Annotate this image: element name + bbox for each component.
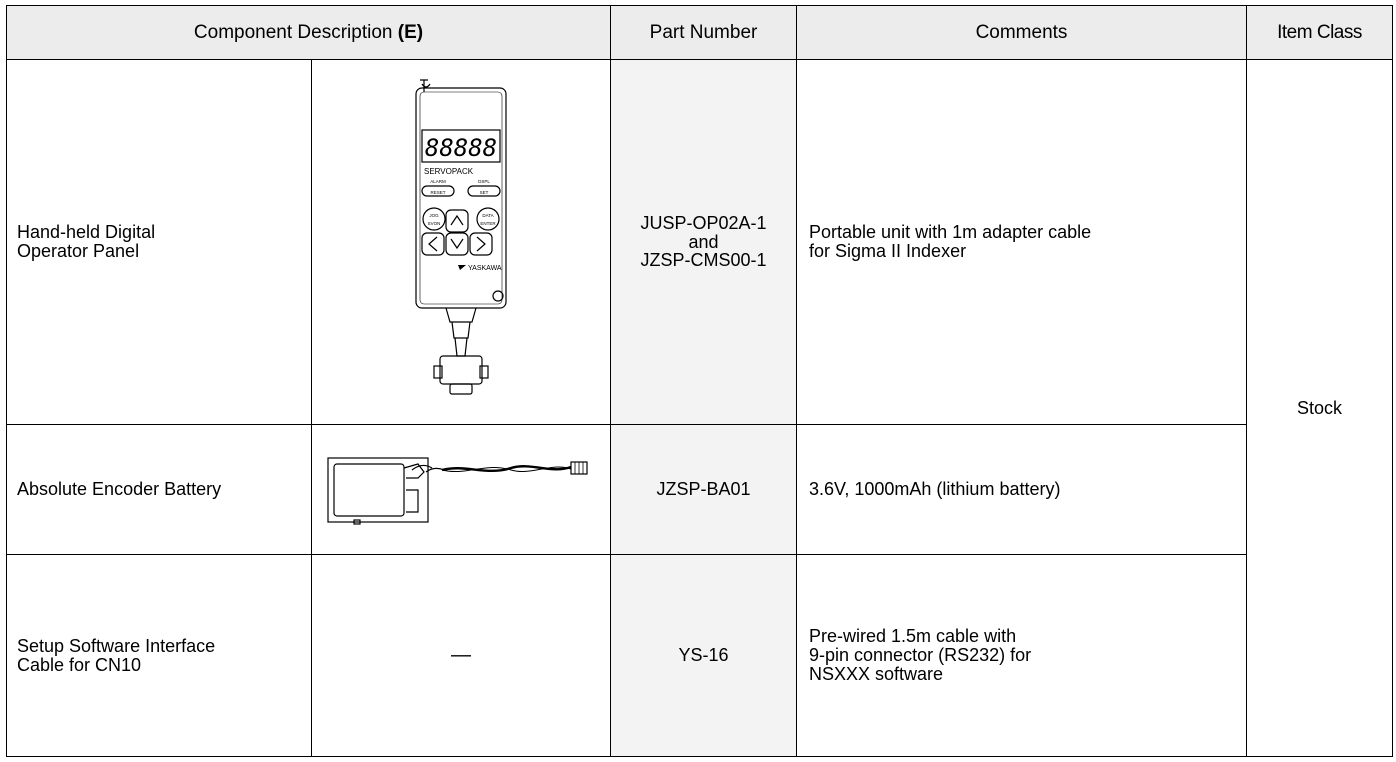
operator-alarm-label: ALARM	[430, 179, 446, 184]
operator-brand-label: SERVOPACK	[424, 167, 474, 176]
row-description: Setup Software Interface Cable for CN10	[6, 554, 312, 757]
row-description: Absolute Encoder Battery	[6, 424, 312, 555]
operator-reset-label: RESET	[430, 190, 445, 195]
row-description-text: Hand-held Digital Operator Panel	[17, 222, 156, 261]
row-comments-text: 3.6V, 1000mAh (lithium battery)	[809, 479, 1061, 500]
row-description-text: Absolute Encoder Battery	[17, 479, 222, 500]
table-row: Hand-held Digital Operator Panel	[6, 59, 1393, 757]
row-part-number: JUSP-OP02A-1 and JZSP-CMS00-1	[610, 59, 797, 425]
header-component-description-tag: (E)	[397, 21, 424, 43]
row-part-number-text: JZSP-BA01	[656, 479, 751, 500]
row-comments-text: Pre-wired 1.5m cable with 9-pin connecto…	[809, 626, 1032, 684]
battery-image	[311, 424, 611, 555]
item-class-cell: Stock	[1246, 59, 1393, 757]
row-description: Hand-held Digital Operator Panel	[6, 59, 312, 425]
yaskawa-logo-icon	[458, 265, 466, 270]
header-row: Component Description (E) Part Number Co…	[6, 5, 1393, 60]
row-part-number: YS-16	[610, 554, 797, 757]
operator-panel-image: 88888 SERVOPACK ALARM RESET DSPL SET JOG…	[311, 59, 611, 425]
header-part-number: Part Number	[610, 5, 797, 60]
header-item-class: Item Class	[1246, 5, 1393, 60]
row-comments: Portable unit with 1m adapter cable for …	[796, 59, 1247, 425]
row-image-placeholder: —	[311, 554, 611, 757]
row-comments: 3.6V, 1000mAh (lithium battery)	[796, 424, 1247, 555]
header-component-description: Component Description (E)	[6, 5, 611, 60]
operator-svon-label: SVON	[428, 221, 441, 226]
row-description-text: Setup Software Interface Cable for CN10	[17, 635, 216, 675]
battery-drawing	[327, 456, 588, 525]
row-part-number-text: YS-16	[678, 645, 729, 666]
operator-set-label: SET	[480, 190, 489, 195]
operator-jog-label: JOG	[429, 213, 439, 218]
operator-maker-label: YASKAWA	[468, 265, 502, 272]
operator-display-text: 88888	[425, 134, 497, 162]
operator-dspl-label: DSPL	[478, 179, 490, 184]
row-comments-text: Portable unit with 1m adapter cable for …	[809, 222, 1092, 261]
header-comments: Comments	[796, 5, 1247, 60]
table-row: Setup Software Interface Cable for CN10 …	[6, 554, 1393, 757]
table-row: Absolute Encoder Battery	[6, 424, 1393, 555]
row-part-number-text: JUSP-OP02A-1 and JZSP-CMS00-1	[640, 212, 767, 271]
operator-data-label: DATA	[482, 213, 493, 218]
row-comments: Pre-wired 1.5m cable with 9-pin connecto…	[796, 554, 1247, 757]
components-table: Component Description (E) Part Number Co…	[6, 5, 1393, 757]
header-component-description-label: Component Description	[193, 21, 393, 43]
operator-panel-drawing: 88888 SERVOPACK ALARM RESET DSPL SET JOG…	[415, 79, 507, 395]
operator-enter-label: ENTER	[480, 221, 496, 226]
row-part-number: JZSP-BA01	[610, 424, 797, 555]
